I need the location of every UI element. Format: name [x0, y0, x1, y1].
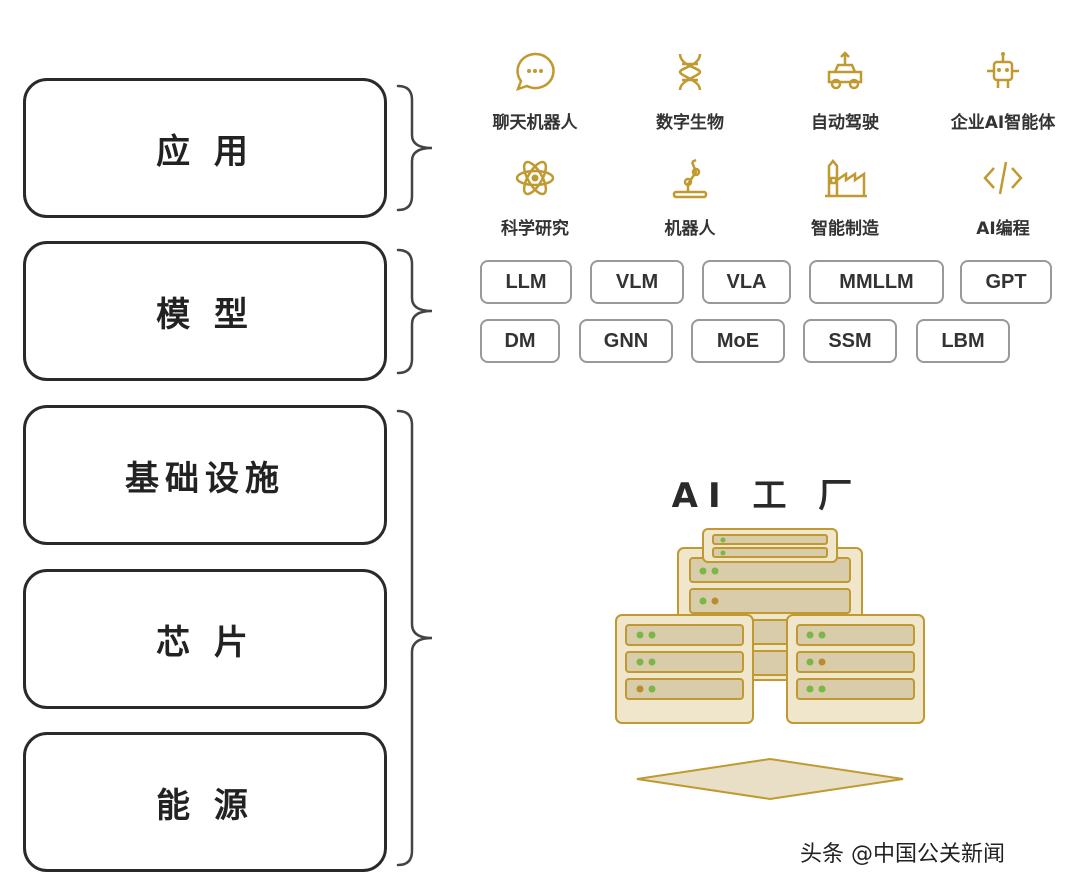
app-autonomous-driving: 自动驾驶 — [770, 50, 920, 133]
car-icon — [827, 51, 863, 90]
model-chip: MoE — [691, 319, 785, 363]
app-ai-programming: AI编程 — [928, 156, 1078, 239]
model-chip: LBM — [916, 319, 1010, 363]
model-chip: VLA — [702, 260, 791, 304]
app-scientific-research: 科学研究 — [460, 156, 610, 239]
app-digital-biology: 数字生物 — [615, 50, 765, 133]
brace-applications — [396, 84, 433, 212]
layer-chips: 芯 片 — [23, 569, 387, 709]
brace-models — [396, 248, 433, 375]
model-chip: LLM — [480, 260, 572, 304]
model-chip: GPT — [960, 260, 1052, 304]
layer-energy: 能 源 — [23, 732, 387, 872]
robot-icon — [987, 52, 1019, 88]
model-chip: MMLLM — [809, 260, 944, 304]
factory-icon — [825, 158, 867, 198]
app-enterprise-agent: 企业AI智能体 — [928, 50, 1078, 133]
watermark: 头条 @中国公关新闻 — [800, 842, 1005, 867]
brace-infrastructure — [396, 409, 433, 867]
status-leds — [636, 537, 826, 693]
layer-infrastructure: 基础设施 — [23, 405, 387, 545]
app-chatbot: 聊天机器人 — [460, 50, 610, 133]
app-smart-manufacturing: 智能制造 — [770, 156, 920, 239]
ai-factory-servers — [615, 528, 925, 801]
layer-models: 模 型 — [23, 241, 387, 381]
layer-applications: 应 用 — [23, 78, 387, 218]
app-robotics: 机器人 — [615, 156, 765, 239]
model-chip: GNN — [579, 319, 673, 363]
model-chip: VLM — [590, 260, 684, 304]
atom-icon — [515, 160, 555, 196]
chat-bubble-icon — [515, 52, 555, 92]
floor-platform — [636, 757, 904, 801]
robot-arm-icon — [672, 158, 708, 199]
ai-factory-title: AI 工 厂 — [671, 476, 863, 516]
model-chip: DM — [480, 319, 560, 363]
code-icon — [983, 161, 1023, 195]
model-chip: SSM — [803, 319, 897, 363]
dna-icon — [678, 53, 702, 91]
